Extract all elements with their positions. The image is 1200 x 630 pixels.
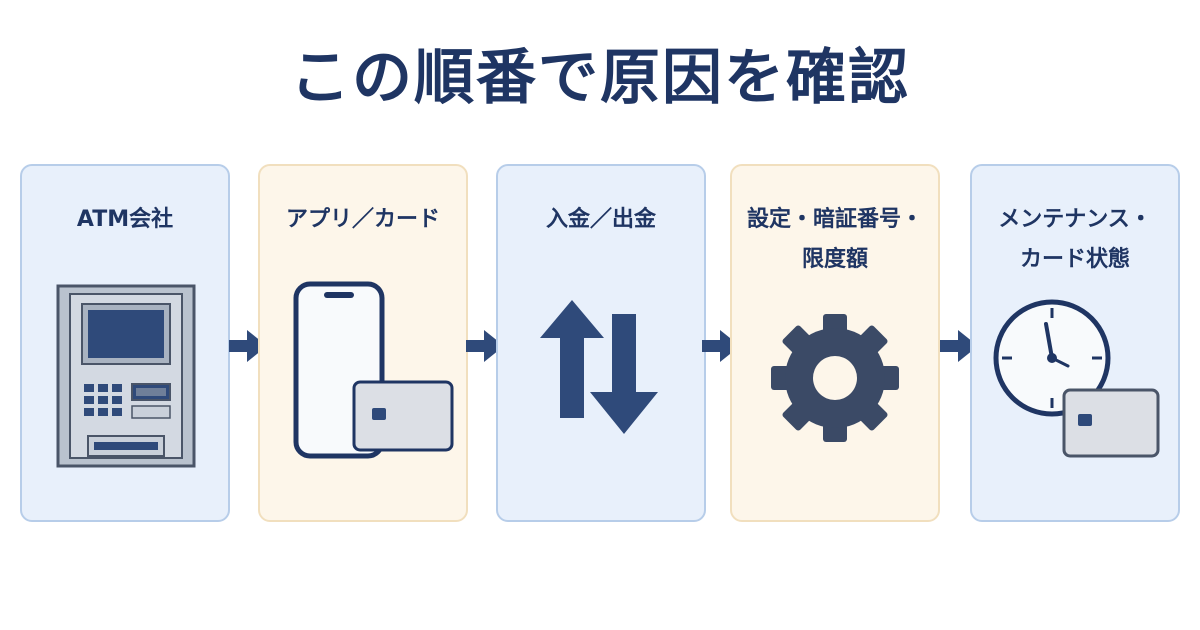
arrow-right-icon <box>229 330 267 362</box>
step-card-app-card: アプリ／カード <box>258 164 468 522</box>
arrow-right-icon <box>702 330 740 362</box>
step-label: アプリ／カード <box>285 207 440 232</box>
step-card-settings: 設定・暗証番号・ 限度額 <box>730 164 940 522</box>
gear-icon <box>732 266 938 496</box>
smartphone-card-icon <box>260 266 466 496</box>
step-label: メンテナンス・ カード状態 <box>998 207 1152 272</box>
arrow-right-icon <box>940 330 978 362</box>
step-label: 設定・暗証番号・ 限度額 <box>746 207 923 272</box>
arrow-right-icon <box>466 330 504 362</box>
step-card-deposit-withdraw: 入金／出金 <box>496 164 706 522</box>
page-title: この順番で原因を確認 <box>290 43 910 113</box>
step-card-atm: ATM会社 <box>20 164 230 522</box>
step-card-maintenance: メンテナンス・ カード状態 <box>970 164 1180 522</box>
step-label: 入金／出金 <box>545 207 656 232</box>
clock-card-icon <box>972 266 1178 496</box>
up-down-arrows-icon <box>498 266 704 496</box>
step-label: ATM会社 <box>76 207 174 232</box>
atm-icon <box>22 266 228 496</box>
